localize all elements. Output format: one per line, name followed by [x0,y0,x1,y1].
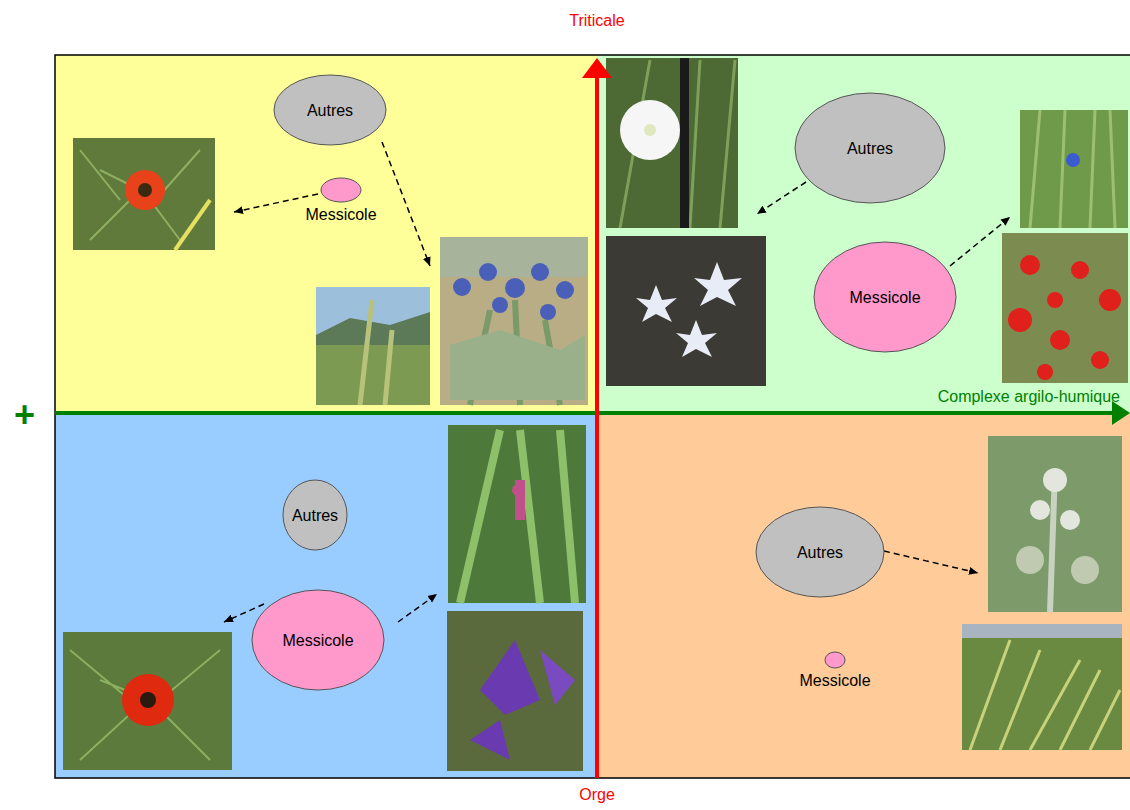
axis-label: Triticale [569,12,624,30]
node-label: Messicole [302,205,379,224]
ellipse-outline [824,651,846,669]
label-holder: Messicole [302,205,379,224]
node-label: Autres [292,506,338,525]
axis-label: Orge [579,786,615,804]
quadrant-green [597,55,1130,413]
photo-bindweed [606,58,738,228]
messicole-ellipse: Messicole [302,178,379,224]
messicole-ellipse: Messicole [796,652,873,690]
node-label: Messicole [849,288,920,307]
photo-adonis-2 [63,632,232,770]
node-label: Autres [797,543,843,562]
messicole-ellipse: Messicole [252,590,384,690]
axis-sign: + [14,394,35,435]
autres-ellipse: Autres [283,480,347,550]
photo-larkspur [447,611,583,771]
autres-ellipse: Autres [756,507,884,597]
messicole-ellipse: Messicole [814,242,956,352]
quadrant-orange [597,413,1130,778]
node-label: Autres [847,139,893,158]
ellipse-outline [320,177,362,203]
axis-vertical [595,74,599,778]
autres-ellipse: Autres [795,93,945,203]
photo-adonis [73,138,215,250]
label-holder: Messicole [796,671,873,690]
quadrant-blue [55,413,597,778]
quadrant-yellow [55,55,597,413]
photo-grass [962,624,1122,750]
leader-arrows [224,142,1010,622]
axis-horizontal [55,411,1116,415]
photo-chenopodium [988,436,1122,612]
photo-eryngium [440,237,588,405]
node-label: Autres [307,101,353,120]
node-label: Messicole [282,631,353,650]
node-label: Messicole [796,671,873,690]
photo-ornithogalum [606,236,766,386]
frame [55,55,1130,778]
axis-label: Complexe argilo-humique [938,388,1120,406]
autres-ellipse: Autres [274,75,386,145]
axis-arrowhead [582,58,612,78]
photo-cornflower [1020,110,1128,228]
photo-wheat [316,287,430,405]
photo-fumaria [448,425,586,603]
photo-poppies [1002,233,1128,383]
